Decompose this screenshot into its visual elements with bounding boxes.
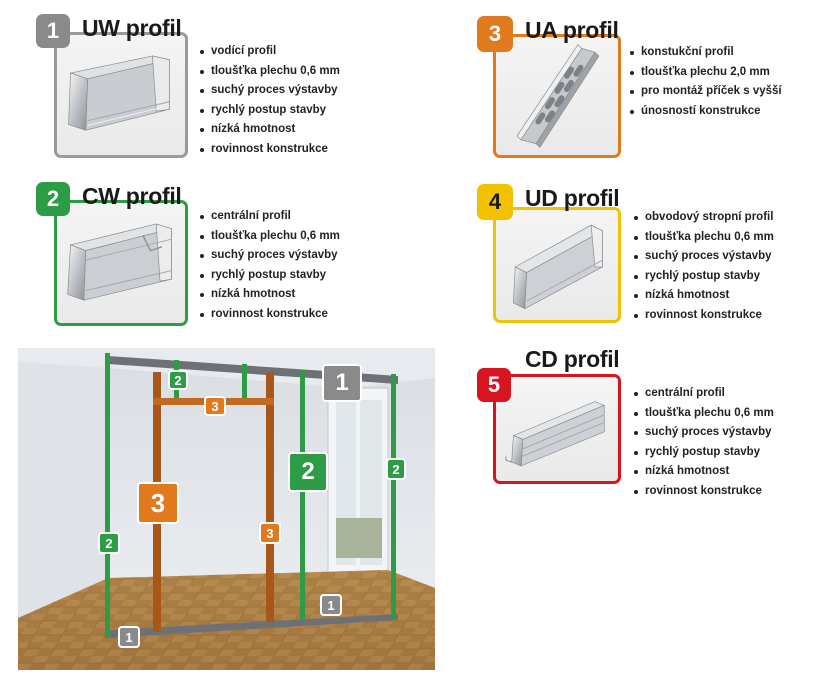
ud-profile-icon: [513, 224, 604, 310]
profile-image-box: [493, 34, 621, 158]
feature-item: tloušťka plechu 0,6 mm: [634, 404, 774, 424]
feature-item: nízká hmotnost: [634, 286, 774, 306]
profile-number-badge: 2: [36, 182, 70, 216]
cw-profile-icon: [67, 223, 173, 301]
scene-tag-uw: 1: [322, 364, 362, 402]
feature-item: rovinnost konstrukce: [200, 140, 340, 160]
profile-title: UW profil: [82, 15, 182, 41]
profile-title: CD profil: [525, 346, 620, 372]
profile-feature-list: vodící profil tloušťka plechu 0,6 mm suc…: [200, 42, 340, 159]
room-scene-graphic: [18, 348, 435, 670]
feature-item: rovinnost konstrukce: [634, 482, 774, 502]
feature-item: rychlý postup stavby: [634, 267, 774, 287]
scene-tag-uw: 1: [118, 626, 140, 648]
feature-item: rovinnost konstrukce: [634, 306, 774, 326]
feature-item: konstukční profil: [630, 43, 782, 63]
feature-item: rychlý postup stavby: [200, 266, 340, 286]
profile-card-ud: 4 UD profil obvodový stropní profil tlou…: [477, 180, 807, 330]
feature-item: tloušťka plechu 0,6 mm: [634, 228, 774, 248]
feature-item: tloušťka plechu 2,0 mm: [630, 63, 782, 83]
profile-card-uw: 1 UW profil vodící profil tloušťka plech…: [36, 12, 340, 162]
room-installation-illustration: 2 3 1 2 2 3 3 2 1 1: [18, 348, 435, 670]
cd-profile-icon: [505, 401, 606, 467]
feature-item: obvodový stropní profil: [634, 208, 774, 228]
profile-number-badge: 4: [477, 184, 513, 220]
feature-item: nízká hmotnost: [634, 462, 774, 482]
profile-number-badge: 3: [477, 16, 513, 52]
scene-tag-cw: 2: [168, 370, 188, 390]
feature-item: pro montáž příček s vyšší: [630, 82, 782, 102]
feature-item: nízká hmotnost: [200, 120, 340, 140]
feature-item: vodící profil: [200, 42, 340, 62]
uw-profile-icon: [68, 55, 170, 131]
scene-tag-cw: 2: [98, 532, 120, 554]
profile-image-box: [54, 32, 188, 158]
profile-feature-list: obvodový stropní profil tloušťka plechu …: [634, 208, 774, 325]
profile-title: CW profil: [82, 183, 182, 209]
scene-tag-ua: 3: [259, 522, 281, 544]
feature-item: únosností konstrukce: [630, 102, 782, 122]
feature-item: centrální profil: [634, 384, 774, 404]
profile-number-badge: 1: [36, 14, 70, 48]
profile-card-cd: 5 CD profil centrální profil tloušťka pl…: [477, 344, 807, 497]
profile-card-cw: 2 CW profil centrální profil tloušťka pl…: [36, 180, 340, 330]
feature-item: centrální profil: [200, 207, 340, 227]
profile-image-box: [493, 374, 621, 484]
feature-item: rychlý postup stavby: [200, 101, 340, 121]
scene-tag-ua-large: 3: [137, 482, 179, 524]
profile-title: UD profil: [525, 185, 620, 211]
scene-tag-cw: 2: [386, 458, 406, 480]
feature-item: suchý proces výstavby: [634, 247, 774, 267]
scene-tag-ua: 3: [204, 396, 226, 416]
profile-title: UA profil: [525, 17, 619, 43]
feature-item: rychlý postup stavby: [634, 443, 774, 463]
feature-item: tloušťka plechu 0,6 mm: [200, 62, 340, 82]
feature-item: suchý proces výstavby: [200, 246, 340, 266]
feature-item: rovinnost konstrukce: [200, 305, 340, 325]
feature-item: suchý proces výstavby: [634, 423, 774, 443]
profile-feature-list: centrální profil tloušťka plechu 0,6 mm …: [634, 384, 774, 501]
profile-image-box: [493, 207, 621, 323]
scene-tag-cw-large: 2: [288, 452, 328, 492]
feature-item: tloušťka plechu 0,6 mm: [200, 227, 340, 247]
profile-feature-list: konstukční profil tloušťka plechu 2,0 mm…: [630, 43, 782, 121]
profile-feature-list: centrální profil tloušťka plechu 0,6 mm …: [200, 207, 340, 324]
scene-tag-uw: 1: [320, 594, 342, 616]
feature-item: nízká hmotnost: [200, 285, 340, 305]
profile-number-badge: 5: [477, 368, 511, 402]
feature-item: suchý proces výstavby: [200, 81, 340, 101]
profile-image-box: [54, 200, 188, 326]
ua-profile-icon: [516, 44, 600, 148]
profile-card-ua: 3 UA profil konstukční profil tloušťka p…: [477, 12, 807, 162]
